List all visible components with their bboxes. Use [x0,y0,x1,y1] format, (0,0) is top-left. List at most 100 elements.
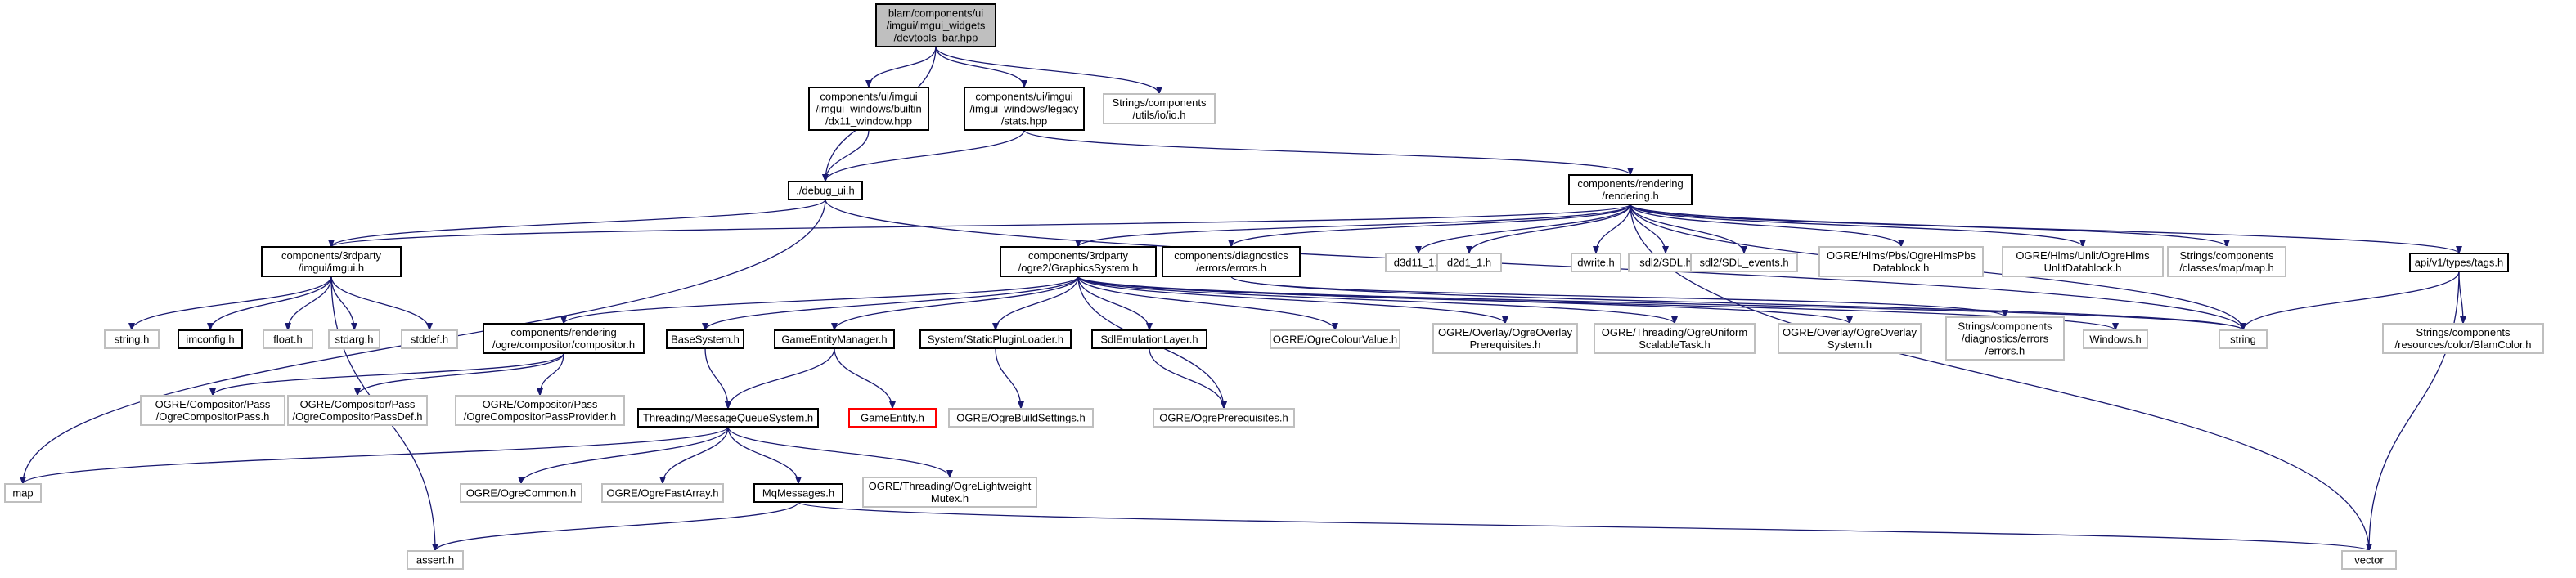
node-box-sdlev[interactable] [1690,253,1798,272]
node-box-imguih[interactable] [261,246,402,277]
node-box-windows[interactable] [2083,329,2148,349]
node-windows[interactable]: Windows.h [2083,329,2148,349]
node-box-iolio[interactable] [1103,93,1216,124]
node-box-uniform[interactable] [1594,323,1756,354]
node-box-blamcolor[interactable] [2382,323,2544,354]
node-box-map[interactable] [4,483,42,503]
node-box-dx11[interactable] [808,87,929,131]
node-box-mqs[interactable] [637,408,819,428]
node-assert[interactable]: assert.h [407,550,464,570]
node-box-mqmsg[interactable] [753,483,843,503]
node-sdl[interactable]: sdl2/SDL.h [1628,253,1703,272]
node-box-fastarray[interactable] [601,483,724,503]
node-cpass[interactable]: OGRE/Compositor/Pass/OgreCompositorPass.… [140,395,285,426]
node-box-rendering[interactable] [1568,174,1693,205]
node-box-gfx[interactable] [1000,246,1157,277]
node-vector[interactable]: vector [2341,550,2397,570]
node-box-dwrite[interactable] [1571,253,1621,272]
node-box-errors[interactable] [1162,246,1301,277]
node-box-compositor[interactable] [483,323,645,354]
node-box-mutex[interactable] [862,477,1037,508]
node-sdlemu[interactable]: SdlEmulationLayer.h [1091,329,1207,349]
node-gfx[interactable]: components/3rdparty/ogre2/GraphicsSystem… [1000,246,1157,277]
node-stringh[interactable]: string.h [104,329,160,349]
node-box-gem[interactable] [774,329,895,349]
node-basesys[interactable]: BaseSystem.h [666,329,744,349]
node-debugui[interactable]: ./debug_ui.h [788,181,863,200]
node-imconfig[interactable]: imconfig.h [178,329,243,349]
node-box-string[interactable] [2219,329,2268,349]
node-box-root[interactable] [875,3,996,47]
node-box-ogreprereq[interactable] [1153,408,1295,428]
node-dwrite[interactable]: dwrite.h [1571,253,1621,272]
node-box-hlmsunlit[interactable] [2002,246,2164,277]
node-box-imconfig[interactable] [178,329,243,349]
node-box-strerrors[interactable] [1945,316,2065,361]
node-box-common[interactable] [460,483,582,503]
node-box-cpass[interactable] [140,395,285,426]
node-floath[interactable]: float.h [263,329,313,349]
node-stdarg[interactable]: stdarg.h [328,329,380,349]
node-d2d1[interactable]: d2d1_1.h [1436,253,1502,272]
node-buildsettings[interactable]: OGRE/OgreBuildSettings.h [948,408,1094,428]
node-box-cpassprov[interactable] [455,395,625,426]
node-compositor[interactable]: components/rendering/ogre/compositor/com… [483,323,645,354]
node-box-overlaysys[interactable] [1778,323,1922,354]
node-mapmap[interactable]: Strings/components/classes/map/map.h [2167,246,2286,277]
node-label-strerrors-line-1: /diagnostics/errors [1962,333,2049,345]
node-box-stddef[interactable] [401,329,458,349]
node-spl[interactable]: System/StaticPluginLoader.h [919,329,1072,349]
node-mqmsg[interactable]: MqMessages.h [753,483,843,503]
node-box-stringh[interactable] [104,329,160,349]
node-box-sdlemu[interactable] [1091,329,1207,349]
node-rendering[interactable]: components/rendering/rendering.h [1568,174,1693,205]
node-box-debugui[interactable] [788,181,863,200]
node-strerrors[interactable]: Strings/components/diagnostics/errors/er… [1945,316,2065,361]
node-sdlev[interactable]: sdl2/SDL_events.h [1690,253,1798,272]
node-box-d2d1[interactable] [1436,253,1502,272]
node-colour[interactable]: OGRE/OgreColourValue.h [1270,329,1400,349]
node-d3d11[interactable]: d3d11_1.h [1385,253,1452,272]
node-cpassdef[interactable]: OGRE/Compositor/Pass/OgreCompositorPassD… [287,395,428,426]
node-gem[interactable]: GameEntityManager.h [774,329,895,349]
node-box-hlmspbs[interactable] [1818,246,1984,277]
node-common[interactable]: OGRE/OgreCommon.h [460,483,582,503]
node-box-gameentity[interactable] [848,408,937,428]
node-imguih[interactable]: components/3rdparty/imgui/imgui.h [261,246,402,277]
node-box-overlayprereq[interactable] [1432,323,1578,354]
node-box-cpassdef[interactable] [287,395,428,426]
node-box-stats[interactable] [964,87,1085,131]
node-map[interactable]: map [4,483,42,503]
node-box-assert[interactable] [407,550,464,570]
node-box-mapmap[interactable] [2167,246,2286,277]
node-box-basesys[interactable] [666,329,744,349]
node-root[interactable]: blam/components/ui/imgui/imgui_widgets/d… [875,3,996,47]
node-iolio[interactable]: Strings/components/utils/io/io.h [1103,93,1216,124]
node-blamcolor[interactable]: Strings/components/resources/color/BlamC… [2382,323,2544,354]
node-fastarray[interactable]: OGRE/OgreFastArray.h [601,483,724,503]
node-box-spl[interactable] [919,329,1072,349]
node-ogreprereq[interactable]: OGRE/OgrePrerequisites.h [1153,408,1295,428]
node-stddef[interactable]: stddef.h [401,329,458,349]
node-gameentity[interactable]: GameEntity.h [848,408,937,428]
node-box-floath[interactable] [263,329,313,349]
node-errors[interactable]: components/diagnostics/errors/errors.h [1162,246,1301,277]
node-stats[interactable]: components/ui/imgui/imgui_windows/legacy… [964,87,1085,131]
edge-imguih-to-floath [285,276,332,331]
node-string[interactable]: string [2219,329,2268,349]
node-box-tags[interactable] [2409,253,2509,272]
node-box-buildsettings[interactable] [948,408,1094,428]
node-box-stdarg[interactable] [328,329,380,349]
node-box-vector[interactable] [2341,550,2397,570]
node-box-colour[interactable] [1270,329,1400,349]
node-tags[interactable]: api/v1/types/tags.h [2409,253,2509,272]
node-cpassprov[interactable]: OGRE/Compositor/Pass/OgreCompositorPassP… [455,395,625,426]
node-mqs[interactable]: Threading/MessageQueueSystem.h [637,408,819,428]
node-dx11[interactable]: components/ui/imgui/imgui_windows/builti… [808,87,929,131]
